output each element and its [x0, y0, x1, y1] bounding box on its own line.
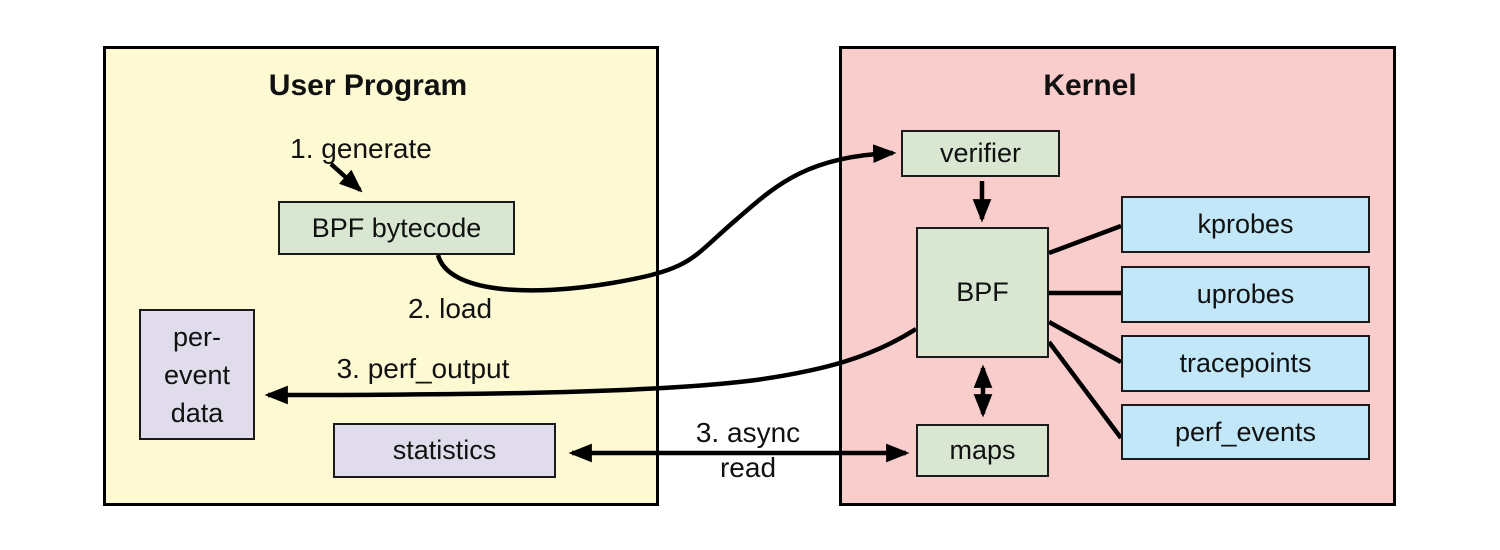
- per-event-data-line-3: data: [170, 397, 224, 428]
- node-bpf: BPF: [916, 227, 1049, 358]
- edge-label-generate: 1. generate: [290, 133, 432, 164]
- line-bpf-perf-events: [1047, 340, 1123, 440]
- edge-label-load: 2. load: [407, 293, 493, 324]
- line-bpf-tracepoints: [1047, 320, 1123, 364]
- line-bpf-kprobes: [1048, 223, 1122, 256]
- edge-label-async-read: 3. async read: [696, 415, 800, 485]
- node-perf-events: perf_events: [1121, 404, 1370, 460]
- per-event-data-line-1: per-: [172, 321, 221, 352]
- arrow-generate: [329, 162, 363, 193]
- node-verifier: verifier: [901, 130, 1060, 177]
- edge-label-async-read-line-2: read: [719, 452, 777, 483]
- node-statistics: statistics: [333, 423, 556, 478]
- node-per-event-data: per- event data: [139, 309, 255, 440]
- edge-label-perf-output: 3. perf_output: [336, 353, 510, 384]
- node-kprobes: kprobes: [1121, 196, 1370, 253]
- node-bpf-bytecode: BPF bytecode: [278, 201, 515, 255]
- user-program-title: User Program: [268, 69, 468, 102]
- per-event-data-line-2: event: [163, 359, 231, 390]
- node-maps: maps: [916, 424, 1049, 477]
- node-tracepoints: tracepoints: [1121, 335, 1370, 392]
- kernel-title: Kernel: [1043, 69, 1137, 102]
- arrow-perf-output-bpf-to-per-event-data: [264, 327, 918, 405]
- arrow-load-bytecode-to-verifier: [435, 144, 897, 293]
- node-uprobes: uprobes: [1121, 266, 1370, 323]
- edge-label-async-read-line-1: 3. async: [695, 417, 801, 448]
